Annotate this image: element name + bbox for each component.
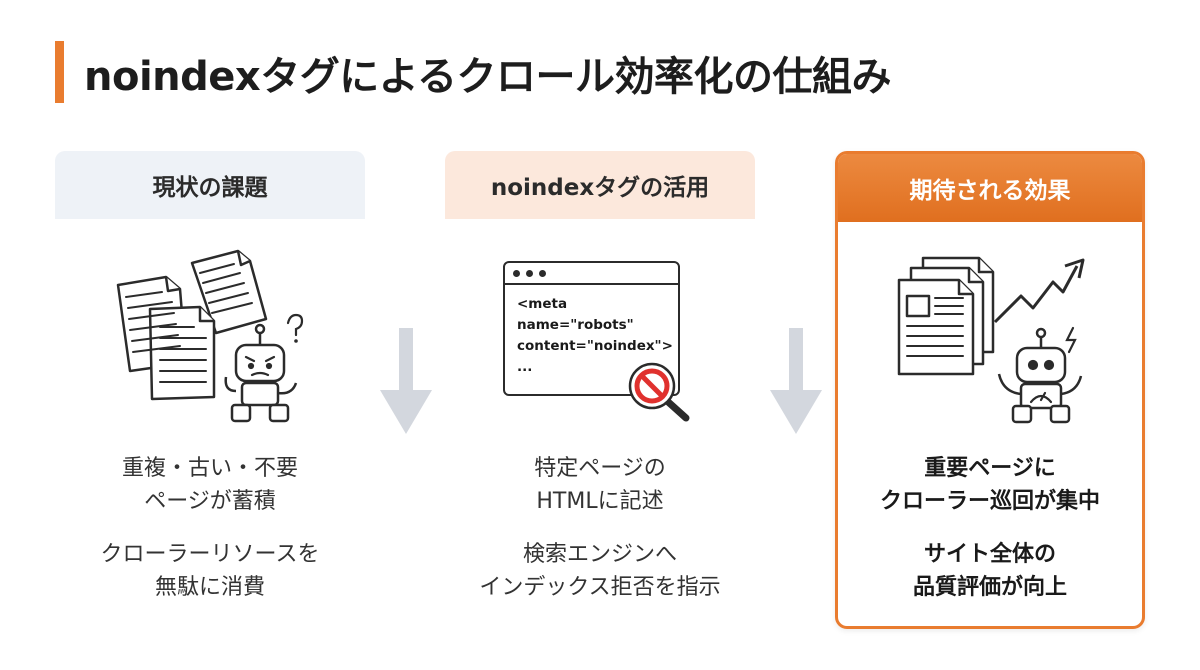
issue-line-4: 無駄に消費 [154,575,265,600]
column-heading-noindex: noindexタグの活用 [445,151,755,219]
effects-line-3: サイト全体の [923,542,1056,567]
effects-text-1: 重要ページに クローラー巡回が集中 [835,452,1145,518]
noindex-text-1: 特定ページの HTMLに記述 [445,452,755,518]
window-dot-icon [513,269,520,277]
code-block: <meta name="robots" content="noindex"> .… [505,285,678,378]
column-effects-card: 期待される効果 [835,151,1145,629]
column-current-issues: 現状の課題 [55,151,365,219]
window-dot-icon [539,269,546,277]
noindex-line-4: インデックス拒否を指示 [479,575,721,600]
effects-line-2: クローラー巡回が集中 [879,489,1100,514]
issue-line-1: 重複・古い・不要 [121,456,298,481]
column-heading-effects: 期待される効果 [838,154,1142,222]
code-line: name="robots" [517,317,634,333]
down-arrow-icon [380,328,432,434]
page-title: noindexタグによるクロール効率化の仕組み [84,54,892,100]
code-line: <meta [517,296,568,312]
column-heading-issues: 現状の課題 [55,151,365,219]
effects-line-4: 品質評価が向上 [912,575,1067,600]
down-arrow-icon [770,328,822,434]
issue-line-3: クローラーリソースを [100,542,320,567]
window-dot-icon [526,269,533,277]
issue-line-2: ページが蓄積 [144,489,276,514]
code-line: ... [517,359,533,375]
noindex-line-1: 特定ページの [534,456,666,481]
documents-confused-robot-icon [116,249,304,423]
noindex-line-2: HTMLに記述 [536,489,664,514]
documents-growth-robot-icon [897,256,1085,424]
effects-line-1: 重要ページに [924,456,1056,481]
noindex-text-2: 検索エンジンへ インデックス拒否を指示 [445,538,755,604]
no-entry-magnifier-icon [628,362,690,422]
code-line: content="noindex"> [517,338,673,354]
noindex-line-3: 検索エンジンへ [522,542,677,567]
effects-text-2: サイト全体の 品質評価が向上 [835,538,1145,604]
window-titlebar [505,263,678,285]
issue-text-1: 重複・古い・不要 ページが蓄積 [55,452,365,518]
column-noindex: noindexタグの活用 [445,151,755,219]
title-accent-bar [55,41,64,103]
issue-text-2: クローラーリソースを 無駄に消費 [55,538,365,604]
